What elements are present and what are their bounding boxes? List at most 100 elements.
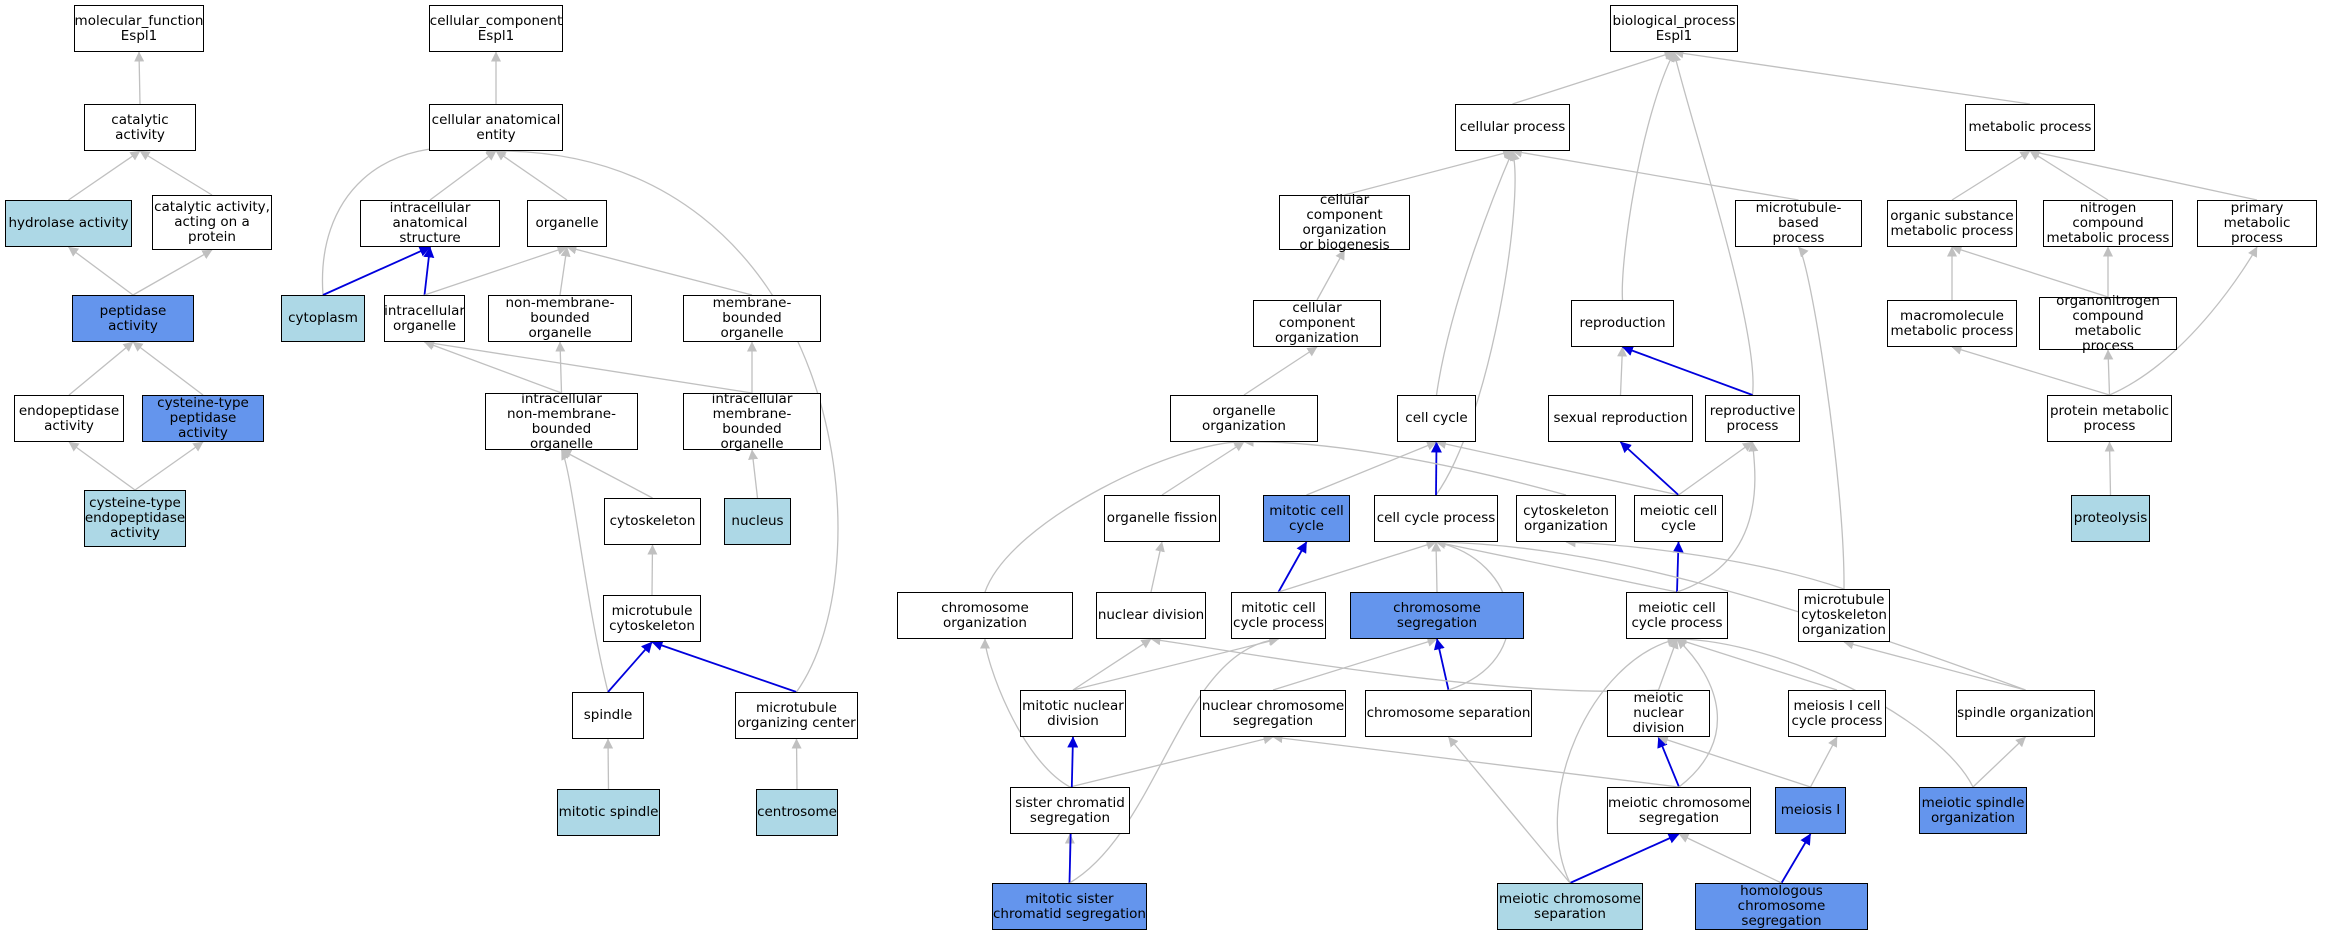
node-cytoplasm: cytoplasm	[281, 295, 365, 342]
node-cytoorg: cytoskeleton organization	[1516, 495, 1616, 542]
node-ncs: nuclear chromosome segregation	[1200, 690, 1346, 737]
node-sexrepro: sexual reproduction	[1548, 395, 1693, 442]
node-oncmp: organonitrogen compound metabolic proces…	[2039, 293, 2177, 353]
node-mtcyto: microtubule cytoskeleton	[603, 595, 701, 642]
edge-inmbo-to-intorg	[424, 340, 562, 394]
edge-cysendo-to-endopep	[68, 441, 136, 491]
edge-hydrolase-to-catalytic	[68, 150, 141, 201]
edge-endopep-to-peptidase	[68, 341, 134, 396]
node-mtoc: microtubule organizing center	[735, 692, 858, 739]
node-nmbo: non-membrane-bounded organelle	[488, 295, 632, 342]
edge-intorg-to-ias	[423, 246, 435, 296]
edge-ccp-to-cellcycle	[1430, 441, 1442, 496]
node-peptidase: peptidase activity	[72, 295, 194, 342]
edge-chromorg-to-orgorg	[984, 436, 1245, 593]
edge-metproc-to-bp	[1673, 48, 2031, 105]
edge-meiccp-to-reproproc	[1676, 441, 1759, 593]
edge-chromsep-to-chromseg	[1433, 638, 1450, 691]
edge-scs-to-ncs	[1069, 734, 1274, 788]
edge-inmbo-to-nmbo	[555, 341, 566, 394]
node-ccob: cellular component organization or bioge…	[1279, 192, 1410, 252]
node-nucleus: nucleus	[724, 498, 791, 545]
edge-mitcc-to-cellcycle	[1306, 440, 1437, 496]
node-cysendo: cysteine-type endopeptidase activity	[84, 490, 186, 547]
node-mtcytoorg: microtubule cytoskeleton organization	[1798, 589, 1890, 642]
edge-cytoorg-to-orgorg	[1243, 436, 1567, 496]
edge-ias-to-cae	[429, 150, 497, 201]
edge-protmet-to-pmp	[2109, 246, 2258, 396]
node-nucdiv: nuclear division	[1096, 592, 1206, 639]
node-mitccp: mitotic cell cycle process	[1231, 592, 1326, 639]
edge-cysendo-to-cyspep	[134, 441, 204, 491]
node-cco: cellular component organization	[1253, 300, 1381, 347]
node-hydrolase: hydrolase activity	[5, 200, 132, 247]
node-endopep: endopeptidase activity	[14, 395, 124, 442]
node-chromseg: chromosome segregation	[1350, 592, 1524, 639]
node-meinucdiv: meiotic nuclear division	[1607, 690, 1710, 737]
node-scs: sister chromatid segregation	[1010, 787, 1130, 834]
edge-intorg-to-organelle	[424, 245, 568, 296]
node-mitnucdiv: mitotic nuclear division	[1020, 690, 1126, 737]
node-imbo: intracellular membrane-bounded organelle	[683, 391, 821, 451]
edge-catprot-to-catalytic	[139, 150, 213, 196]
edge-ncmp-to-metproc	[2029, 150, 2109, 201]
node-mf: molecular_function Espl1	[74, 5, 204, 52]
node-mscs: mitotic sister chromatid segregation	[992, 883, 1147, 930]
node-cellcycle: cell cycle	[1397, 395, 1476, 442]
edge-spindle-to-inmbo	[560, 449, 609, 693]
edge-protmet-to-mmp	[1951, 344, 2110, 396]
edge-cyspep-to-peptidase	[132, 341, 204, 396]
edge-mscs-to-mitccp	[1069, 635, 1279, 884]
node-mmp: macromolecule metabolic process	[1887, 300, 2017, 347]
edge-spindleorg-to-mtcytoorg	[1843, 639, 2026, 691]
edge-nucdiv-to-orgfis	[1150, 541, 1165, 593]
node-cellproc: cellular process	[1455, 104, 1570, 151]
edge-mtcyto-to-cytoskeleton	[647, 544, 658, 596]
node-mitcc: mitotic cell cycle	[1263, 495, 1350, 542]
node-bp: biological_process Espl1	[1610, 5, 1738, 52]
edge-pmp-to-metproc	[2029, 148, 2258, 201]
node-meiosisI: meiosis I	[1775, 787, 1846, 834]
edge-meicc-to-cellcycle	[1436, 439, 1679, 496]
edge-mtoc-to-mtcyto	[651, 640, 797, 693]
edge-meicc-to-sexrepro	[1619, 441, 1680, 496]
node-ias: intracellular anatomical structure	[360, 200, 500, 247]
edge-peptidase-to-catprot	[132, 249, 213, 296]
node-osmp: organic substance metabolic process	[1887, 200, 2017, 247]
node-hcs: homologous chromosome segregation	[1695, 883, 1868, 930]
edge-peptidase-to-hydrolase	[68, 246, 134, 296]
edge-meicsep-to-chromsep	[1448, 736, 1571, 884]
node-catalytic: catalytic activity	[84, 104, 196, 151]
edge-mtcytoorg-to-mtbp	[1797, 246, 1845, 590]
edge-meicsep-to-meics	[1569, 833, 1680, 884]
node-meiccp: meiotic cell cycle process	[1626, 592, 1728, 639]
node-ncmp: nitrogen compound metabolic process	[2043, 200, 2173, 247]
edge-repro-to-bp	[1621, 51, 1675, 301]
edge-meiIccp-to-meiccp	[1676, 637, 1838, 691]
edge-cytoskeleton-to-inmbo	[561, 449, 653, 499]
edge-ccp-to-cellproc	[1435, 150, 1520, 496]
node-chromsep: chromosome separation	[1365, 690, 1532, 737]
node-cc: cellular_component Espl1	[429, 5, 563, 52]
edge-reproproc-to-bp	[1671, 51, 1754, 396]
node-metproc: metabolic process	[1965, 104, 2095, 151]
edge-cytoplasm-to-ias	[322, 246, 431, 296]
node-reproproc: reproductive process	[1705, 395, 1800, 442]
edge-meiccp-to-ccp	[1435, 539, 1678, 593]
edge-ncs-to-chromseg	[1272, 637, 1438, 691]
node-cae: cellular anatomical entity	[429, 104, 563, 151]
edge-meiosisI-to-meinucdiv	[1658, 735, 1811, 788]
node-ccp: cell cycle process	[1374, 495, 1498, 542]
edge-meiccp-to-meicc	[1672, 541, 1684, 593]
edge-meics-to-ncs	[1272, 733, 1680, 788]
edge-spindle-to-mtcyto	[607, 641, 653, 693]
edge-meicc-to-reproproc	[1678, 441, 1753, 496]
edge-proteolysis-to-protmet	[2104, 441, 2115, 496]
node-spindle: spindle	[572, 692, 644, 739]
edge-spindleorg-to-ccp	[1435, 537, 2026, 691]
node-meiIccp: meiosis I cell cycle process	[1788, 690, 1886, 737]
edge-meinucdiv-to-nucdiv	[1150, 635, 1659, 692]
node-mitspindle: mitotic spindle	[557, 789, 660, 836]
edge-sexrepro-to-repro	[1617, 346, 1628, 396]
edge-reproproc-to-repro	[1621, 345, 1753, 396]
